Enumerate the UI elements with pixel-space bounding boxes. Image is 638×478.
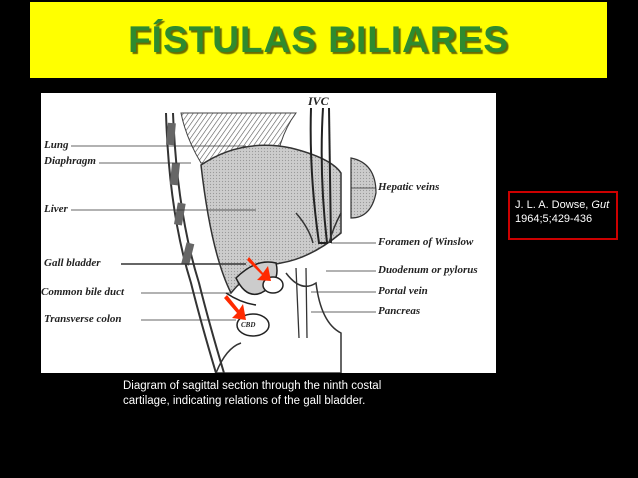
caption-line-2: cartilage, indicating relations of the g… [123, 395, 366, 407]
red-arrow-icon [247, 257, 271, 281]
citation-box: J. L. A. Dowse, Gut 1964;5;429-436 [508, 191, 618, 240]
slide-title: FÍSTULAS BILIARES [128, 19, 509, 60]
label-gall-bladder: Gall bladder [44, 257, 101, 269]
label-duodenum: Duodenum or pylorus [378, 264, 478, 276]
label-foramen-of-winslow: Foramen of Winslow [378, 236, 474, 248]
label-portal-vein: Portal vein [378, 285, 428, 297]
title-bar: FÍSTULAS BILIARES [30, 2, 607, 78]
red-arrow-icon [224, 295, 246, 320]
label-hepatic-veins: Hepatic veins [378, 181, 440, 193]
label-pancreas: Pancreas [378, 305, 421, 317]
anatomy-diagram: IVC Lung Diaphragm Liver Gall bladder Co… [41, 93, 496, 373]
diagram-drawing [71, 107, 377, 373]
label-transverse-colon: Transverse colon [44, 313, 122, 325]
label-cbd: CBD [241, 321, 256, 329]
citation-ref: 1964;5;429-436 [515, 213, 593, 225]
caption-line-1: Diagram of sagittal section through the … [123, 380, 382, 392]
label-liver: Liver [44, 203, 68, 215]
citation-author: J. L. A. Dowse, [515, 199, 592, 211]
citation-journal: Gut [591, 199, 610, 211]
label-diaphragm: Diaphragm [44, 155, 96, 167]
label-lung: Lung [44, 139, 69, 151]
figure-caption: Diagram of sagittal section through the … [123, 379, 423, 409]
label-common-bile-duct: Common bile duct [41, 286, 125, 298]
label-ivc: IVC [308, 94, 329, 108]
